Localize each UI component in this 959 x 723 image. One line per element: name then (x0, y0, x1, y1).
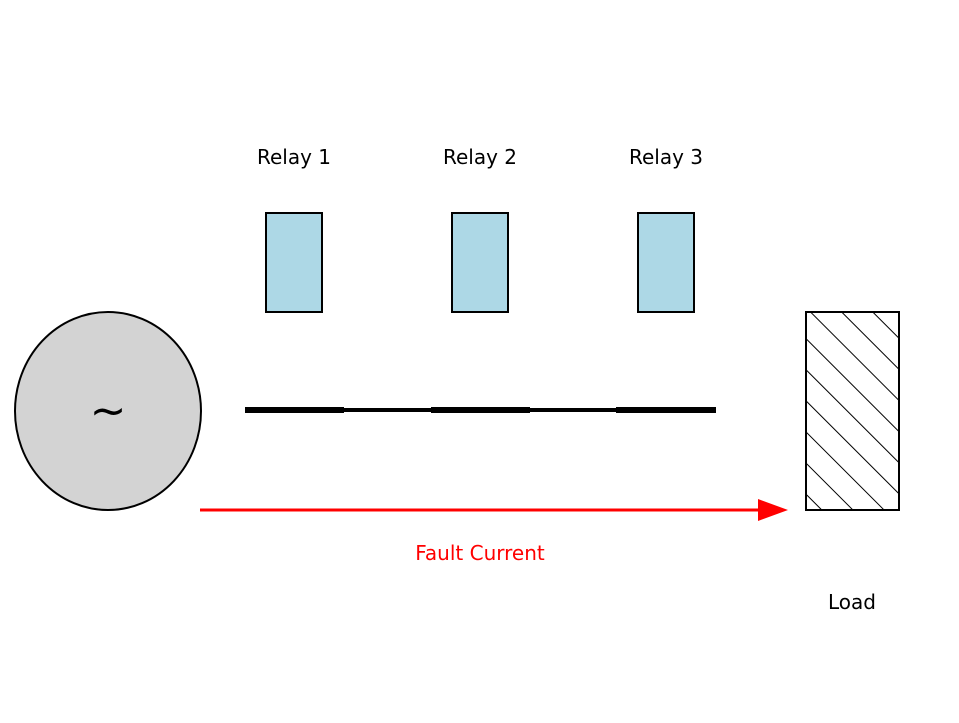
ac-symbol: ~ (90, 386, 127, 437)
load-label: Load (828, 590, 876, 614)
generator-source (14, 311, 202, 511)
fault-current-arrowhead (758, 499, 788, 521)
relay-1-box (265, 212, 323, 313)
relay-2-label: Relay 2 (443, 145, 517, 169)
relay-3-box (637, 212, 695, 313)
fault-current-label: Fault Current (415, 541, 545, 565)
relay-1-label: Relay 1 (257, 145, 331, 169)
load-box (805, 311, 900, 511)
relay-3-label: Relay 3 (629, 145, 703, 169)
relay-2-box (451, 212, 509, 313)
